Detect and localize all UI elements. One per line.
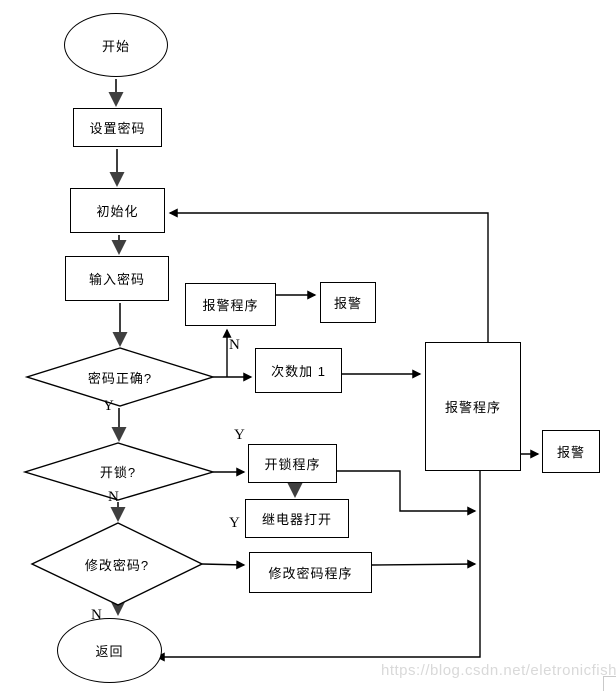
watermark-text: https://blog.csdn.net/eletronicfish xyxy=(381,662,616,679)
diamond-unlock xyxy=(22,442,216,501)
corner-box xyxy=(603,676,616,691)
node-count-plus-one: 次数加 1 xyxy=(255,348,342,393)
node-input-password: 输入密码 xyxy=(65,256,169,301)
edge-unlockprogram-returnline xyxy=(337,470,477,516)
node-init: 初始化 xyxy=(70,188,165,233)
branch-label-y-unlock: Y xyxy=(234,427,245,443)
node-return: 返回 xyxy=(57,618,162,683)
branch-label-n-password: N xyxy=(229,337,240,353)
node-change-password-label: 修改密码? xyxy=(84,557,150,573)
branch-label-y-relay: Y xyxy=(229,515,240,531)
node-alarm-program-main: 报警程序 xyxy=(425,342,521,471)
edge-changepasswordprogram-returnline xyxy=(371,559,477,569)
node-password-correct-label: 密码正确? xyxy=(87,370,153,386)
branch-label-n-change: N xyxy=(91,607,102,623)
node-alarm-top: 报警 xyxy=(320,282,376,323)
node-change-password-program: 修改密码程序 xyxy=(249,552,372,593)
node-start: 开始 xyxy=(64,13,168,77)
node-alarm-program-top: 报警程序 xyxy=(185,283,276,326)
node-unlock-program: 开锁程序 xyxy=(248,444,337,483)
diamond-password-correct xyxy=(24,347,216,407)
edge-alarmprogrammain-return xyxy=(155,471,481,662)
edge-alarmprogrammain-init xyxy=(168,208,489,342)
branch-label-y-password: Y xyxy=(103,398,114,414)
node-alarm-right: 报警 xyxy=(542,430,600,473)
edge-changepassword-changepasswordprogram xyxy=(201,560,246,570)
node-set-password: 设置密码 xyxy=(73,108,162,147)
branch-label-n-unlock: N xyxy=(108,489,119,505)
node-relay-open: 继电器打开 xyxy=(245,499,349,538)
node-unlock-label: 开锁? xyxy=(99,464,137,480)
diamond-change-password xyxy=(30,522,204,606)
